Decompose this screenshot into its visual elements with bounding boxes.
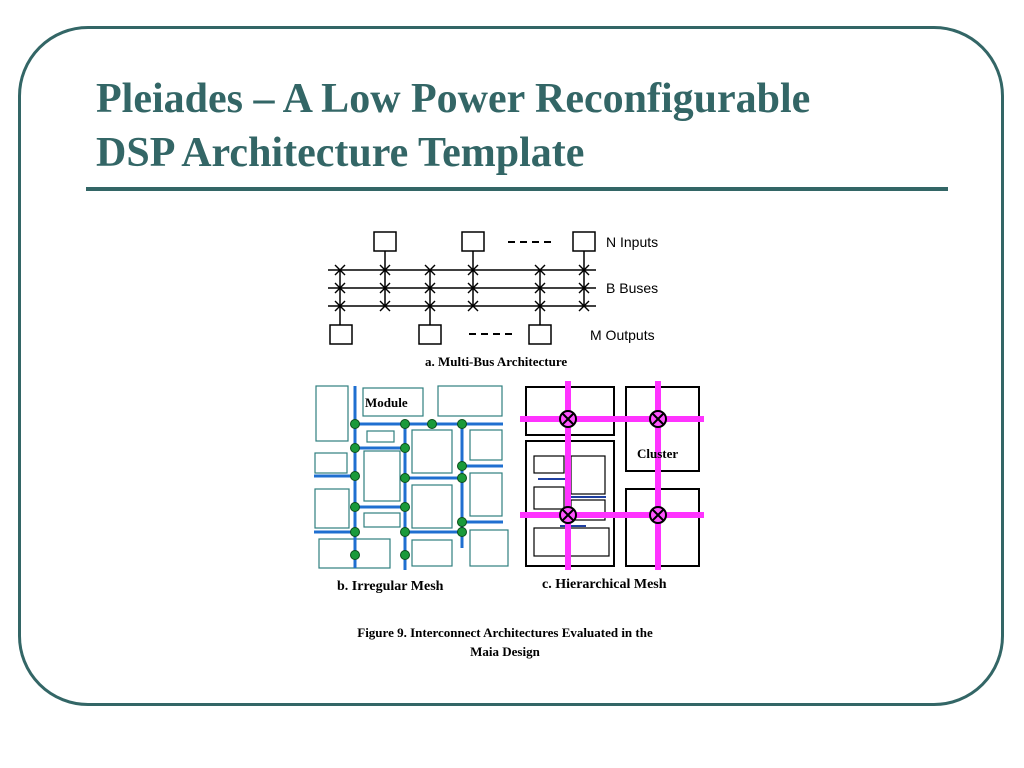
switch-node [400, 443, 410, 453]
cluster-switches [559, 410, 667, 524]
bus-switch-x [379, 264, 391, 276]
switch-node [350, 527, 360, 537]
switch-node [457, 419, 467, 429]
title-line-1: Pleiades – A Low Power Reconfigurable [96, 76, 811, 122]
switch-node [400, 419, 410, 429]
slide-title: Pleiades – A Low Power Reconfigurable DS… [96, 72, 956, 180]
bus-switch-x [578, 264, 590, 276]
output-box [329, 324, 353, 345]
bus-switch-x [379, 300, 391, 312]
switch-node [400, 527, 410, 537]
input-box [461, 231, 485, 252]
bus-switch-x [424, 282, 436, 294]
n-inputs-label: N Inputs [606, 234, 658, 250]
switch-node [457, 473, 467, 483]
mesh-switch-nodes [350, 419, 467, 560]
switch-node [400, 473, 410, 483]
switch-node [400, 550, 410, 560]
mesh-modules [314, 385, 509, 569]
crossbar-switch [559, 506, 577, 524]
caption-c: c. Hierarchical Mesh [542, 577, 667, 592]
bus-switch-x [578, 282, 590, 294]
bus-switch-x [467, 282, 479, 294]
title-line-2: DSP Architecture Template [96, 130, 585, 176]
bus-switch-x [334, 282, 346, 294]
switch-node [457, 461, 467, 471]
inner-wires [538, 478, 606, 527]
inner-modules [533, 455, 610, 557]
bus-switch-x [379, 282, 391, 294]
bus-switch-x [467, 264, 479, 276]
switch-node [350, 443, 360, 453]
caption-a: a. Multi-Bus Architecture [425, 354, 567, 369]
bus-switch-x [467, 300, 479, 312]
output-box [418, 324, 442, 345]
hierarchical-mesh-diagram: Cluster c. Hierarchical Mesh [520, 381, 704, 592]
module-label: Module [365, 395, 408, 410]
switch-node [350, 471, 360, 481]
multi-bus-diagram: N Inputs B Buses M Outputs a. Multi-Bus … [328, 231, 658, 369]
crossbar-switch [649, 506, 667, 524]
bus-switch-x [578, 300, 590, 312]
output-box [528, 324, 552, 345]
switch-node [457, 517, 467, 527]
switch-node [427, 419, 437, 429]
bus-switch-x [424, 300, 436, 312]
switch-node [350, 502, 360, 512]
switch-node [350, 419, 360, 429]
switch-node [400, 502, 410, 512]
crossbar-switch [559, 410, 577, 428]
input-box [373, 231, 397, 252]
caption-b: b. Irregular Mesh [337, 579, 444, 594]
bus-switch-x [334, 300, 346, 312]
bus-switch-x [534, 282, 546, 294]
bus-switch-x [424, 264, 436, 276]
figure-caption-line-1: Figure 9. Interconnect Architectures Eva… [357, 625, 653, 640]
b-buses-label: B Buses [606, 280, 658, 296]
input-box [572, 231, 596, 252]
cluster-label: Cluster [637, 446, 678, 461]
bus-switch-x [534, 264, 546, 276]
figure-caption-line-2: Maia Design [470, 644, 540, 659]
mesh-wires [314, 386, 503, 570]
crossbar-switch [649, 410, 667, 428]
switch-node [457, 527, 467, 537]
title-underline [86, 187, 948, 191]
irregular-mesh-diagram: Module b. Irregular Mesh [314, 385, 509, 594]
bus-switch-x [534, 300, 546, 312]
switch-node [350, 550, 360, 560]
m-outputs-label: M Outputs [590, 327, 655, 343]
bus-switches [334, 264, 590, 312]
bus-switch-x [334, 264, 346, 276]
slide-frame [18, 26, 1004, 706]
